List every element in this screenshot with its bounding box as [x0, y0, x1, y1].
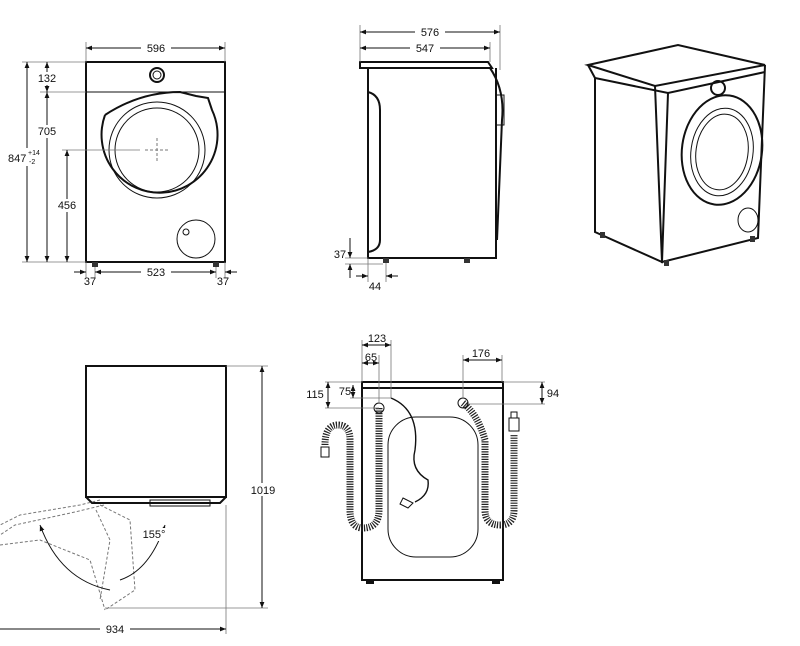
dim-foot-right: 37 [217, 276, 229, 288]
dim-foot-height: 37 [334, 249, 346, 261]
dim-width: 596 [147, 43, 165, 55]
filter-cover [176, 219, 216, 259]
dim-drain-offset: 65 [365, 352, 377, 364]
program-knob-icon [149, 67, 165, 83]
dim-right-hose-offset: 176 [472, 348, 490, 360]
back-view: 123 65 176 115 75 94 [306, 333, 559, 584]
tolerance-minus: -2 [29, 159, 35, 166]
dim-drain-height: 115 [306, 389, 324, 401]
dim-top-panel: 132 [38, 73, 56, 85]
perspective-view [584, 43, 766, 266]
dim-inlet-offset: 123 [368, 333, 386, 345]
door-angle: 155° [143, 529, 166, 541]
dim-width-door-open: 934 [106, 624, 124, 636]
dim-right-height: 94 [547, 388, 559, 400]
dim-door-height: 705 [38, 126, 56, 138]
dim-total-height: 847 [8, 153, 26, 165]
dim-depth-total: 576 [421, 27, 439, 39]
dim-depth-body: 547 [416, 43, 434, 55]
dim-depth-door-open: 1019 [251, 485, 275, 497]
dim-door-center: 456 [58, 200, 76, 212]
dim-foot-inset: 44 [369, 281, 381, 293]
side-view: 576 547 37 44 [334, 25, 505, 293]
tolerance-plus: +14 [28, 150, 40, 157]
dim-inlet-height: 75 [339, 386, 351, 398]
top-view-door-open: 1019 934 155° [0, 365, 278, 636]
front-view: 596 132 705 847 +14 -2 456 523 37 37 [6, 41, 237, 288]
dim-foot-left: 37 [84, 276, 96, 288]
dim-feet-span: 523 [147, 267, 165, 279]
door [100, 90, 219, 194]
